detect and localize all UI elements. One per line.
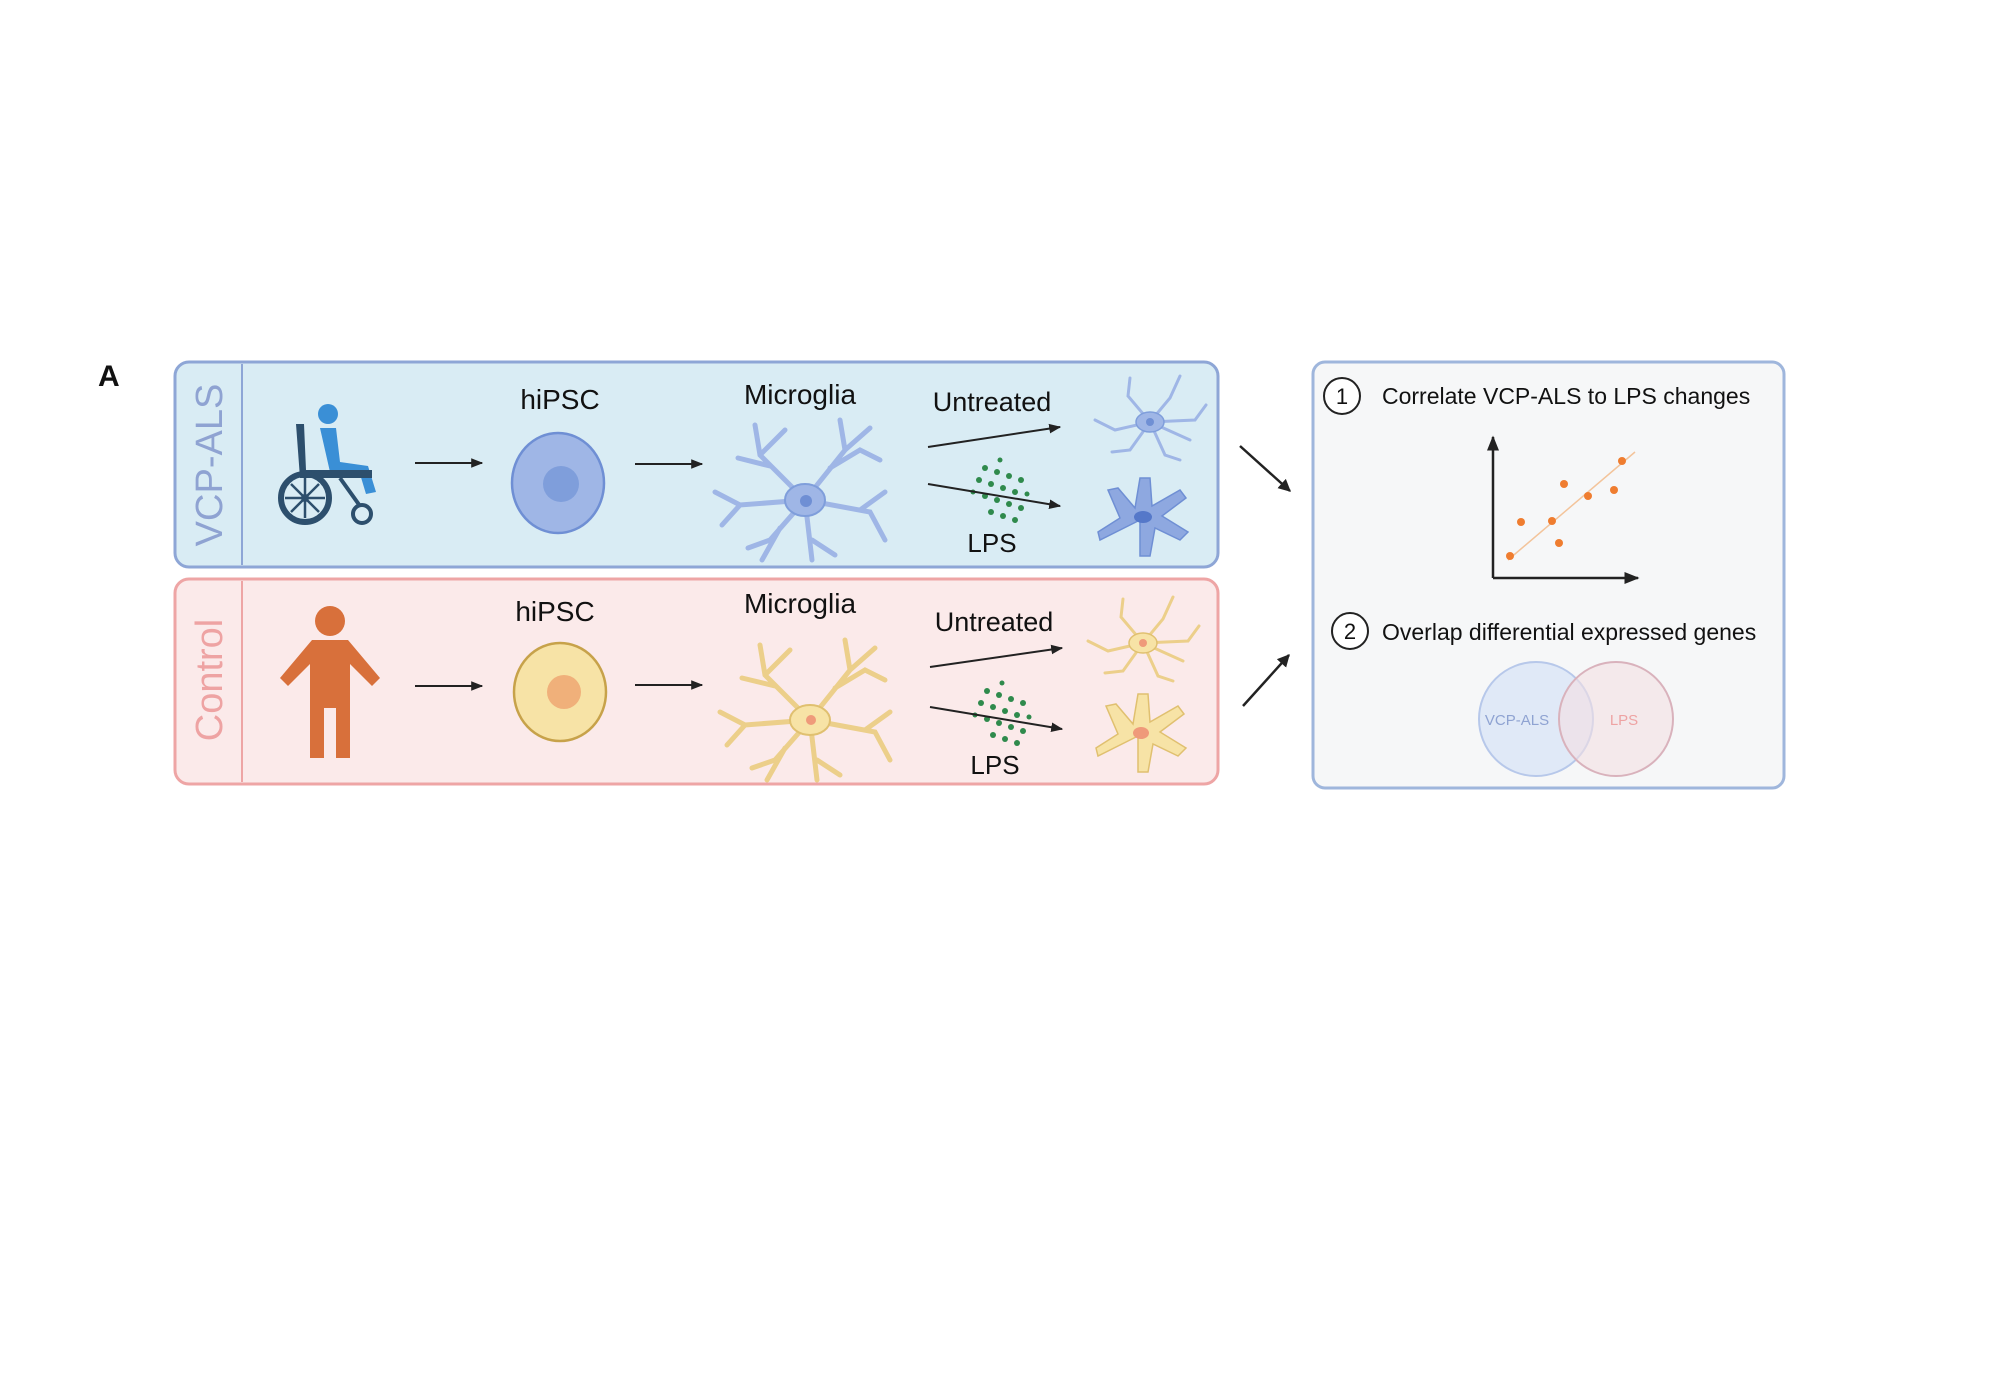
control-to-analysis-arrow — [1242, 654, 1290, 707]
control-group-label: Control — [189, 619, 231, 742]
venn-lps-circle — [1558, 661, 1674, 777]
correlation-plot-icon — [1487, 435, 1640, 584]
person-icon — [280, 606, 380, 758]
plot-trend-line — [1507, 451, 1636, 561]
plot-point — [1517, 518, 1525, 526]
vcp-als-group-label: VCP-ALS — [189, 384, 231, 547]
step-1-label: Correlate VCP-ALS to LPS changes — [1382, 383, 1750, 409]
step-1-number: 1 — [1336, 384, 1348, 409]
control-hipsc-cell-icon — [512, 641, 608, 743]
vcp-als-lps-arrow — [927, 483, 1062, 509]
plot-point — [1610, 486, 1618, 494]
panel-letter: A — [98, 360, 120, 393]
control-row: Control hiPSC Microglia Untreated — [173, 577, 1220, 786]
control-untreated-microglia-icon — [1086, 595, 1201, 683]
control-lps-label: LPS — [970, 750, 1019, 780]
vcp-als-lps-label: LPS — [967, 528, 1016, 558]
vcp-als-lps-activated-microglia-icon — [1097, 477, 1190, 557]
venn-diagram-icon: VCP-ALS LPS — [1478, 661, 1674, 777]
step-1-badge — [1323, 377, 1361, 415]
control-untreated-label: Untreated — [935, 607, 1054, 637]
control-lps-arrow — [929, 706, 1064, 732]
vcp-als-microglia-cell-icon — [712, 417, 888, 563]
vcp-als-microglia-label: Microglia — [744, 379, 856, 410]
control-untreated-arrow — [929, 644, 1064, 668]
vcp-als-hipsc-label: hiPSC — [520, 384, 599, 415]
control-hipsc-label: hiPSC — [515, 596, 594, 627]
vcp-als-untreated-arrow — [927, 423, 1062, 448]
vcp-to-analysis-arrow — [1239, 445, 1291, 492]
vcp-als-untreated-label: Untreated — [933, 387, 1052, 417]
vcp-als-untreated-microglia-icon — [1093, 374, 1208, 462]
control-microglia-cell-icon — [717, 637, 893, 783]
vcp-als-hipsc-cell-icon — [510, 431, 606, 535]
plot-point — [1548, 517, 1556, 525]
venn-lps-label: LPS — [1610, 712, 1638, 729]
vcp-als-row: VCP-ALS hiPSC Microglia — [173, 360, 1220, 569]
step-2-number: 2 — [1344, 619, 1356, 644]
analysis-box — [1311, 360, 1786, 790]
plot-point — [1618, 457, 1626, 465]
control-microglia-label: Microglia — [744, 588, 856, 619]
plot-point — [1506, 552, 1514, 560]
plot-points — [1506, 457, 1626, 560]
plot-point — [1555, 539, 1563, 547]
step-2-label: Overlap differential expressed genes — [1382, 619, 1756, 645]
analysis-panel: 1 Correlate VCP-ALS to LPS changes 2 Ove… — [1311, 360, 1786, 790]
wheelchair-patient-icon — [278, 404, 376, 525]
venn-vcp-als-label: VCP-ALS — [1485, 712, 1549, 729]
plot-point — [1584, 492, 1592, 500]
control-lps-activated-microglia-icon — [1095, 693, 1188, 773]
plot-point — [1560, 480, 1568, 488]
step-2-badge — [1331, 612, 1369, 650]
control-lps-particles-icon — [972, 680, 1032, 746]
